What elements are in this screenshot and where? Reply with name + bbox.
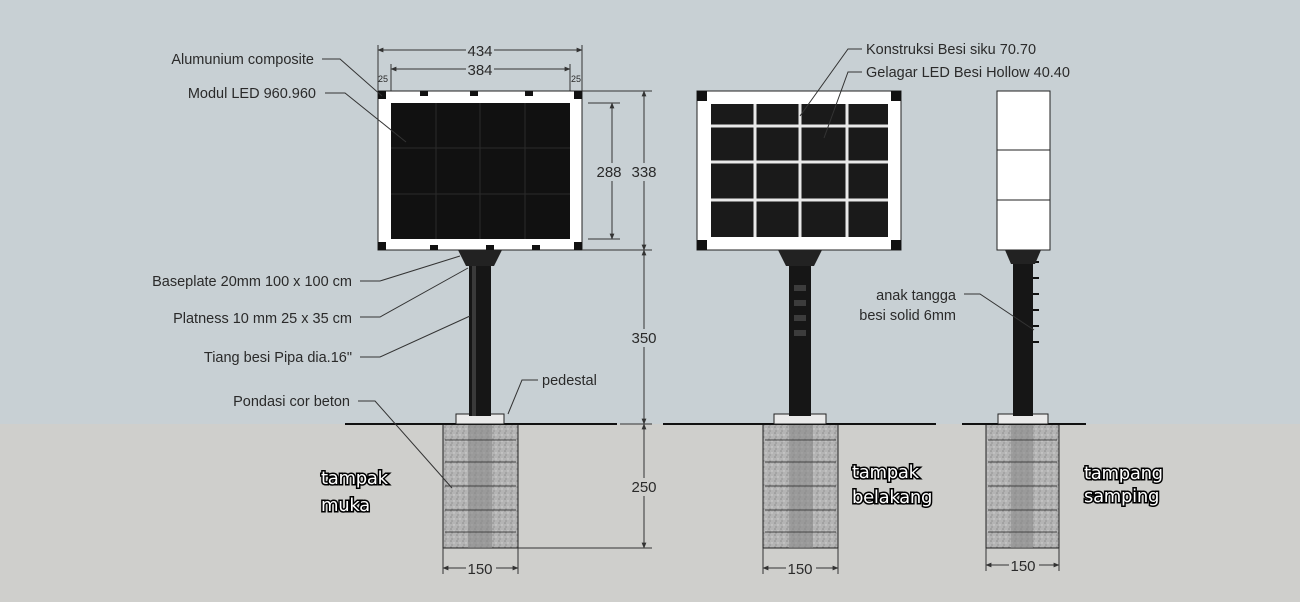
label-platness: Platness 10 mm 25 x 35 cm: [173, 311, 352, 327]
side-view: [962, 90, 1086, 549]
leader-lines: [322, 48, 1035, 489]
view-title-back-2: belakang: [852, 487, 932, 508]
view-title-front-2: muka: [321, 495, 370, 516]
dim-foundation-width-back: 150: [787, 561, 812, 578]
dim-foundation-width-front: 150: [467, 561, 492, 578]
label-konstruksi: Konstruksi Besi siku 70.70: [866, 42, 1036, 58]
ground: [0, 424, 1300, 602]
dim-edge-left: 25: [378, 74, 388, 84]
back-view: [663, 90, 936, 549]
label-modul-led: Modul LED 960.960: [188, 86, 316, 102]
dim-inner-height: 288: [596, 164, 621, 181]
label-pedestal: pedestal: [542, 373, 597, 389]
view-title-side-2: samping: [1084, 486, 1159, 507]
label-gelagar: Gelagar LED Besi Hollow 40.40: [866, 65, 1070, 81]
label-pondasi: Pondasi cor beton: [233, 394, 350, 410]
label-anak-tangga-2: besi solid 6mm: [859, 308, 956, 324]
dim-foundation-width-side: 150: [1010, 558, 1035, 575]
dim-inner-width: 384: [467, 62, 492, 79]
dim-edge-right: 25: [571, 74, 581, 84]
view-title-side-1: tampang: [1084, 463, 1163, 484]
view-title-back-1: tampak: [852, 462, 920, 483]
dim-foundation-depth: 250: [631, 479, 656, 496]
side-pole: [1013, 250, 1033, 416]
label-baseplate: Baseplate 20mm 100 x 100 cm: [152, 274, 352, 290]
dim-outer-height: 338: [631, 164, 656, 181]
view-title-front-1: tampak: [321, 468, 389, 489]
dim-pole-height: 350: [631, 330, 656, 347]
dim-outer-width: 434: [467, 43, 492, 60]
side-frame: [996, 90, 1051, 251]
label-anak-tangga-1: anak tangga: [876, 288, 957, 304]
label-tiang: Tiang besi Pipa dia.16": [204, 350, 352, 366]
label-aluminium: Alumunium composite: [171, 52, 314, 68]
front-view: [345, 90, 617, 549]
